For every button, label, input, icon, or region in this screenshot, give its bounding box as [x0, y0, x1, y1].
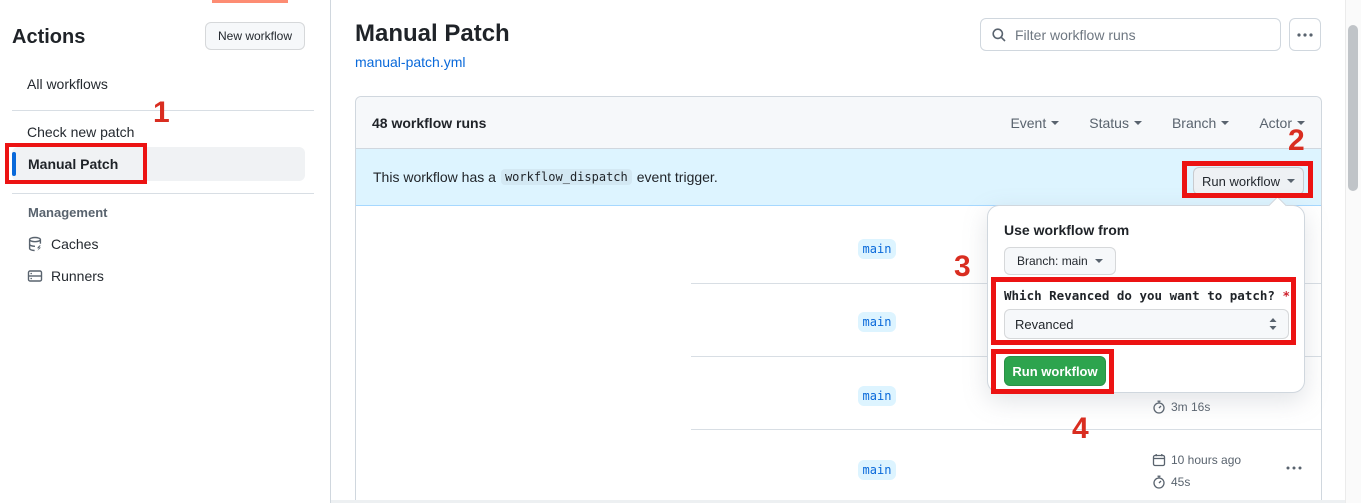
run-time: 10 hours ago [1152, 453, 1241, 467]
search-input[interactable] [1015, 26, 1270, 43]
sidebar-item-all-workflows[interactable]: All workflows [27, 76, 108, 92]
branch-label[interactable]: main [858, 239, 896, 259]
runs-filters: Event Status Branch Actor [1010, 97, 1305, 149]
filter-workflow-runs-search[interactable] [980, 18, 1281, 51]
filter-actor[interactable]: Actor [1259, 115, 1305, 131]
unfold-icon [1268, 317, 1278, 331]
run-duration: 45s [1152, 475, 1190, 489]
management-heading: Management [28, 205, 108, 220]
chevron-down-icon [1051, 121, 1060, 125]
annotation-number-1: 1 [153, 96, 170, 129]
banner-text: This workflow has a workflow_dispatch ev… [373, 169, 718, 185]
chevron-down-icon [1221, 121, 1230, 125]
calendar-icon [1152, 453, 1166, 467]
filter-branch[interactable]: Branch [1172, 115, 1230, 131]
required-asterisk: * [1282, 288, 1290, 303]
stopwatch-icon [1152, 475, 1166, 489]
new-workflow-button[interactable]: New workflow [205, 22, 306, 50]
sidebar-item-manual-patch[interactable] [12, 147, 305, 181]
caches-label: Caches [51, 236, 99, 252]
run-workflow-submit-button[interactable]: Run workflow [1004, 356, 1106, 386]
sidebar-item-check-new-patch[interactable]: Check new patch [27, 124, 135, 140]
server-icon [27, 268, 43, 284]
sidebar-main-divider [330, 0, 331, 503]
chevron-down-icon [1297, 121, 1305, 125]
run-workflow-dropdown-button[interactable]: Run workflow [1193, 167, 1304, 195]
workflow-dispatch-code: workflow_dispatch [500, 169, 632, 185]
run-duration: 3m 16s [1152, 400, 1210, 414]
branch-label[interactable]: main [858, 460, 896, 480]
sidebar-item-manual-patch-label: Manual Patch [28, 156, 119, 172]
branch-label[interactable]: main [858, 312, 896, 332]
workflow-dispatch-banner: This workflow has a workflow_dispatch ev… [356, 149, 1321, 206]
panel-heading: Use workflow from [1004, 222, 1130, 238]
search-icon [991, 27, 1007, 43]
row-divider [691, 429, 1321, 430]
filter-event[interactable]: Event [1010, 115, 1060, 131]
new-workflow-label: New workflow [218, 29, 293, 43]
chevron-down-icon [1094, 259, 1103, 263]
runs-header: 48 workflow runs [356, 97, 1321, 149]
chevron-down-icon [1287, 179, 1296, 183]
patch-input-label: Which Revanced do you want to patch? * [1004, 288, 1290, 303]
branch-label[interactable]: main [858, 386, 896, 406]
run-kebab-button[interactable] [1281, 459, 1307, 477]
sidebar-item-caches[interactable]: Caches [27, 236, 98, 252]
scrollbar-thumb[interactable] [1348, 25, 1358, 191]
run-workflow-panel: Use workflow from Branch: main Which Rev… [987, 196, 1305, 393]
chevron-down-icon [1133, 121, 1142, 125]
sidebar-item-runners[interactable]: Runners [27, 268, 104, 284]
sidebar-title: Actions [12, 26, 86, 48]
kebab-icon [1296, 32, 1314, 38]
sidebar-divider [12, 193, 314, 194]
runners-label: Runners [51, 268, 104, 284]
selected-accent-bar [12, 152, 16, 176]
filter-status[interactable]: Status [1089, 115, 1142, 131]
revanced-select[interactable]: Revanced [1004, 309, 1289, 339]
page-title: Manual Patch [355, 20, 510, 47]
active-tab-indicator [212, 0, 288, 3]
branch-selector-button[interactable]: Branch: main [1004, 247, 1116, 275]
sidebar-divider [12, 110, 314, 111]
stopwatch-icon [1152, 400, 1166, 414]
workflow-file-link[interactable]: manual-patch.yml [355, 54, 466, 70]
runs-count: 48 workflow runs [372, 114, 487, 131]
cache-icon [27, 236, 43, 252]
page-kebab-button[interactable] [1289, 18, 1321, 51]
footer-edge [331, 500, 1345, 503]
